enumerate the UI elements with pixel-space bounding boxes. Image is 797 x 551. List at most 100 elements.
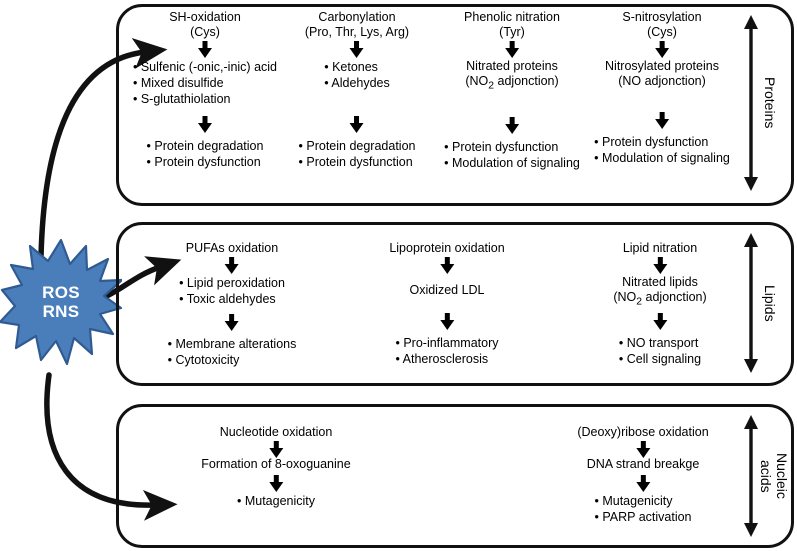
list-item: • NO transport [618,335,699,350]
effect-list: • Mutagenicity [237,493,315,509]
column-header-line2: (Tyr) [499,25,525,39]
column-header-line1: Lipid nitration [622,241,698,255]
product-text-line1: DNA strand breakge [586,457,700,471]
down-arrow-icon [201,474,350,491]
list-item: • Protein dysfunction [594,135,709,149]
ros-rns-burst [0,238,122,366]
list-item: • Protein degradation [298,139,416,153]
list-item: • Lipid peroxidation [179,276,285,290]
product-text-line2: (NO adjonction) [618,74,706,88]
product-text-line1: Nitrosylated proteins [605,59,719,73]
list-item: • Modulation of signaling [444,155,580,170]
list-item: • Mutagenicity [594,494,673,508]
column-header-line1: SH-oxidation [169,10,241,24]
list-item: • Protein dysfunction [298,155,413,169]
no2-subscript: 2 [636,296,643,308]
effect-list: • Mutagenicity • PARP activation [594,493,691,525]
product-text-line1: Oxidized LDL [409,283,485,297]
down-arrow-icon [389,256,504,275]
list-item: • S-glutathiolation [132,92,231,106]
column-header-line2: (Pro, Thr, Lys, Arg) [304,25,410,39]
down-arrow-icon [299,115,416,134]
column-header-line1: Nucleotide oxidation [219,425,333,439]
down-arrow-icon [133,115,277,134]
effect-list: • NO transport • Cell signaling [619,335,701,367]
panel-label-proteins: Proteins [762,77,778,129]
down-arrow-icon [613,312,706,331]
column-header-line1: Lipoprotein oxidation [389,241,505,255]
column-phenolic-nitration: Phenolic nitration (Tyr) Nitrated protei… [444,10,580,171]
product-text-line1: Nitrated proteins [466,59,558,73]
down-arrow-icon [168,256,297,275]
down-arrow-icon [594,111,730,130]
product-text-line2: (NO2 adjonction) [444,74,580,94]
product-list: • Sulfenic (-onic,-inic) acid • Mixed di… [133,59,277,107]
down-arrow-icon [299,40,416,59]
panel-lipids [116,222,794,386]
list-item: • Mutagenicity [236,494,316,508]
down-arrow-icon [168,313,297,332]
list-item: • Protein dysfunction [444,139,559,154]
down-arrow-icon [613,256,706,275]
list-item: • Toxic aldehydes [179,292,276,306]
product-text-line1: Nitrated lipids [622,275,698,289]
down-arrow-icon [444,116,580,135]
column-header-line1: Phenolic nitration [464,10,560,24]
column-header-line2: (Cys) [190,25,220,39]
burst-polygon [0,238,122,366]
product-list: • Lipid peroxidation • Toxic aldehydes [179,275,285,307]
column-s-nitrosylation: S-nitrosylation (Cys) Nitrosylated prote… [594,10,730,166]
no2-subscript: 2 [488,80,495,92]
down-arrow-icon [201,440,350,457]
down-arrow-icon [133,40,277,59]
column-header-line1: Carbonylation [318,10,396,24]
list-item: • Protein dysfunction [146,155,261,169]
no2-post: adjonction) [642,290,707,304]
no2-pre: (NO [613,290,637,304]
list-item: • Ketones [324,60,378,74]
column-carbonylation: Carbonylation (Pro, Thr, Lys, Arg) • Ket… [299,10,416,170]
list-item: • Aldehydes [324,76,390,90]
no2-post: adjonction) [494,74,559,88]
column-header-line1: (Deoxy)ribose oxidation [577,425,709,439]
product-list: • Ketones • Aldehydes [324,59,390,91]
panel-label-line1: Nucleic [774,453,790,499]
list-item: • PARP activation [594,510,692,524]
product-text-line2: (NO2 adjonction) [613,290,706,310]
column-sh-oxidation: SH-oxidation (Cys) • Sulfenic (-onic,-in… [133,10,277,170]
column-nucleotide-oxidation: Nucleotide oxidation Formation of 8-oxog… [201,425,350,509]
effect-list: • Protein dysfunction • Modulation of si… [444,139,580,171]
down-arrow-icon [577,474,708,491]
effect-list: • Protein degradation • Protein dysfunct… [147,138,264,170]
column-header-line1: S-nitrosylation [622,10,702,24]
panel-proteins [116,4,794,206]
product-text-line1: Formation of 8-oxoguanine [201,457,351,471]
list-item: • Atherosclerosis [395,352,489,366]
down-arrow-icon [444,40,580,59]
panel-label-lipids: Lipids [762,284,778,322]
list-item: • Cytotoxicity [167,353,240,367]
column-lipid-nitration: Lipid nitration Nitrated lipids (NO2 adj… [613,241,706,367]
column-lipoprotein-oxidation: Lipoprotein oxidation Oxidized LDL • Pro… [389,241,504,367]
down-arrow-icon [594,40,730,59]
effect-list: • Membrane alterations • Cytotoxicity [168,336,297,368]
down-arrow-icon [389,312,504,331]
panel-label-line2: acids [758,459,774,493]
no2-pre: (NO [465,74,489,88]
list-item: • Cell signaling [618,351,702,366]
nucleic-acids-scope-arrow [742,414,760,538]
list-item: • Membrane alterations [167,337,297,351]
lipids-scope-arrow [742,232,760,374]
list-item: • Modulation of signaling [594,151,730,165]
column-header-line1: PUFAs oxidation [185,241,279,255]
panel-nucleic-acids [116,404,794,548]
effect-list: • Pro-inflammatory • Atherosclerosis [395,335,498,367]
list-item: • Mixed disulfide [132,76,224,90]
effect-list: • Protein dysfunction • Modulation of si… [594,134,730,166]
column-pufas-oxidation: PUFAs oxidation • Lipid peroxidation • T… [168,241,297,368]
down-arrow-icon [577,440,708,457]
list-item: • Sulfenic (-onic,-inic) acid [132,60,278,74]
effect-list: • Protein degradation • Protein dysfunct… [299,138,416,170]
